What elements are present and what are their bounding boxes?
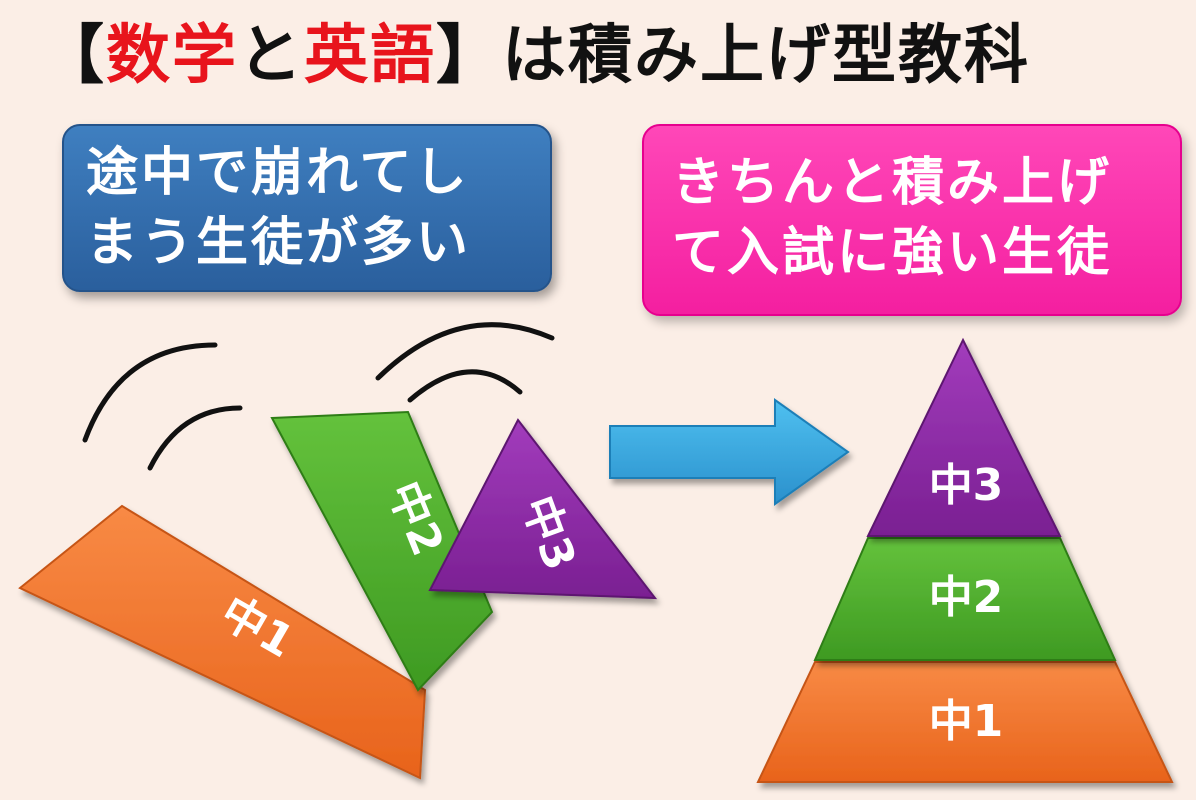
collapsed-piece-1 xyxy=(18,504,427,780)
collapsed-stack: 中1 中2 中3 xyxy=(18,410,658,780)
motion-arcs xyxy=(82,322,555,471)
pyramid-label-middle: 中2 xyxy=(929,572,1004,623)
pyramid-layer-bottom xyxy=(756,661,1174,783)
success-caption-box: きちんと積み上げ て入試に強い生徒 xyxy=(642,124,1182,316)
title-bracket-close: 】 xyxy=(436,19,502,93)
title-rest: は積み上げ型教科 xyxy=(502,19,1030,93)
right-arrow-icon xyxy=(609,398,850,506)
title-bracket-open: 【 xyxy=(40,19,106,93)
motion-arc-4 xyxy=(407,369,523,403)
motion-arc-1 xyxy=(82,342,218,443)
title-word-english: 英語 xyxy=(304,19,436,93)
collapse-caption-box: 途中で崩れてし まう生徒が多い xyxy=(62,124,552,292)
pyramid-label-top: 中3 xyxy=(929,460,1004,511)
success-caption-line2: て入試に強い生徒 xyxy=(672,223,1113,283)
collapse-caption-line1: 途中で崩れてし xyxy=(86,143,470,203)
pyramid-layer-middle xyxy=(813,537,1117,661)
pyramid-label-bottom: 中1 xyxy=(929,696,1004,747)
collapsed-piece-3 xyxy=(428,418,658,600)
page-title: 【数学と英語】は積み上げ型教科 xyxy=(40,18,1030,95)
collapsed-piece-2 xyxy=(270,410,494,692)
motion-arc-2 xyxy=(147,405,243,471)
title-word-math: 数学 xyxy=(106,19,238,93)
title-conj: と xyxy=(238,19,304,93)
pyramid-layer-top xyxy=(866,337,1062,537)
motion-arc-3 xyxy=(375,322,555,381)
success-caption-line1: きちんと積み上げ xyxy=(672,153,1113,213)
stacked-pyramid: 中3 中2 中1 xyxy=(756,337,1174,783)
collapse-caption-line2: まう生徒が多い xyxy=(86,213,472,273)
